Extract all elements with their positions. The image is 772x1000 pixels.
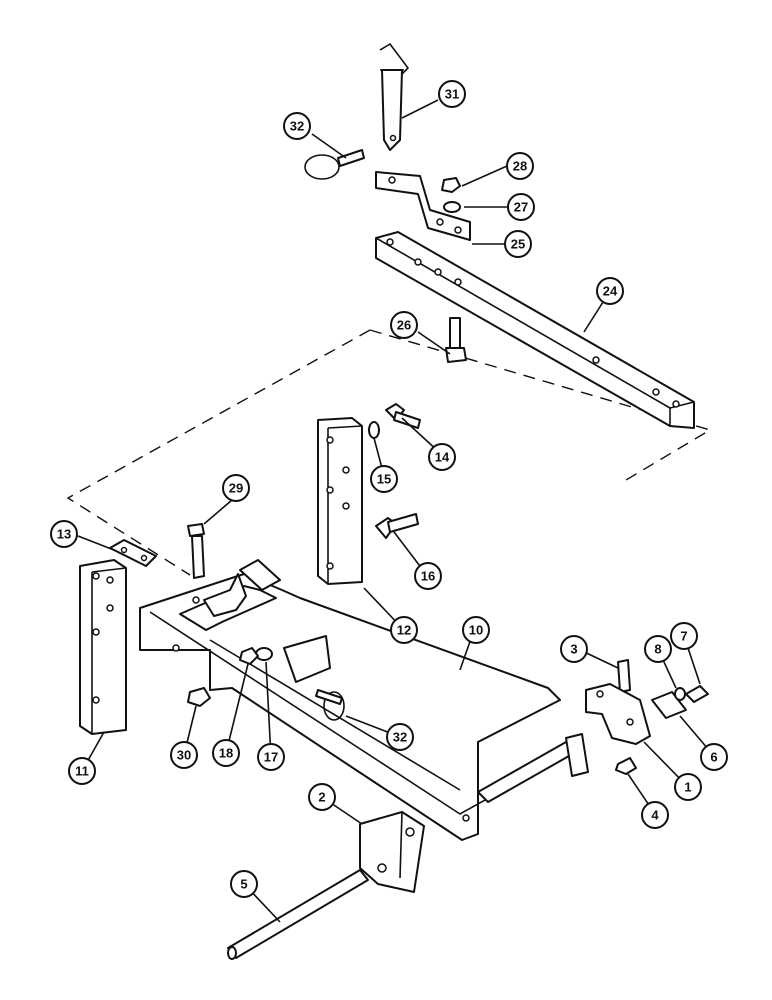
svg-text:11: 11 [75, 764, 89, 779]
callout-5: 5 [230, 870, 258, 898]
callout-3: 3 [560, 635, 588, 663]
callout-18: 18 [212, 739, 240, 767]
bolt-29 [187, 523, 205, 579]
svg-text:8: 8 [654, 642, 661, 657]
bolt-7 [685, 685, 709, 703]
callout-31: 31 [438, 80, 466, 108]
drawbar-24 [375, 231, 695, 429]
callout-26: 26 [390, 311, 418, 339]
offset-drawbar-25 [375, 171, 471, 241]
svg-text:27: 27 [514, 200, 528, 215]
bracket-1 [585, 683, 651, 745]
svg-text:6: 6 [710, 750, 717, 765]
callout-4: 4 [641, 801, 669, 829]
svg-text:2: 2 [318, 790, 325, 805]
bolt-14 [385, 403, 421, 429]
callout-6: 6 [700, 743, 728, 771]
frame-10 [139, 559, 589, 841]
svg-text:17: 17 [264, 750, 278, 765]
callout-32-bottom: 32 [386, 723, 414, 751]
leader-lines [77, 99, 715, 923]
frame-clevis-bracket [203, 573, 247, 617]
callout-12: 12 [390, 616, 418, 644]
svg-text:7: 7 [680, 629, 687, 644]
plate-12 [317, 417, 363, 585]
callout-25: 25 [504, 230, 532, 258]
pin-5 [227, 869, 369, 960]
callout-32-top: 32 [283, 112, 311, 140]
callout-8: 8 [644, 635, 672, 663]
callout-11: 11 [68, 757, 96, 785]
plate-6 [651, 691, 687, 719]
callout-10: 10 [462, 616, 490, 644]
callout-15: 15 [370, 465, 398, 493]
svg-text:12: 12 [397, 623, 411, 638]
washer-15 [368, 421, 380, 439]
link-plate-13 [109, 539, 157, 567]
callout-24: 24 [596, 277, 624, 305]
callout-14: 14 [428, 443, 456, 471]
callout-30: 30 [170, 741, 198, 769]
svg-text:18: 18 [219, 746, 233, 761]
svg-text:32: 32 [290, 119, 304, 134]
svg-text:1: 1 [684, 780, 691, 795]
svg-text:28: 28 [513, 159, 527, 174]
nut-30 [187, 687, 211, 707]
callout-27: 27 [507, 193, 535, 221]
assembly-boundary-dashed [66, 329, 712, 576]
svg-text:15: 15 [377, 472, 391, 487]
svg-text:4: 4 [651, 808, 659, 823]
svg-text:14: 14 [435, 450, 450, 465]
svg-text:31: 31 [445, 87, 459, 102]
callout-16: 16 [414, 562, 442, 590]
svg-text:16: 16 [421, 569, 435, 584]
callout-7: 7 [670, 622, 698, 650]
callout-28: 28 [506, 152, 534, 180]
nut-4 [615, 757, 637, 775]
plate-11 [79, 559, 127, 735]
washer-8 [674, 687, 686, 701]
washer-27 [443, 201, 461, 213]
callout-1: 1 [674, 773, 702, 801]
nut-18 [239, 647, 259, 665]
svg-text:24: 24 [603, 284, 618, 299]
bolt-16 [375, 513, 419, 539]
svg-text:25: 25 [511, 237, 525, 252]
svg-text:13: 13 [57, 527, 71, 542]
svg-text:26: 26 [397, 318, 411, 333]
linch-pin-32-bottom [315, 689, 345, 721]
bolt-26 [445, 317, 467, 363]
hitch-pin-31 [379, 42, 410, 151]
callout-13: 13 [50, 520, 78, 548]
washer-17 [255, 647, 273, 661]
linch-pin-32-top [304, 149, 365, 180]
svg-text:3: 3 [570, 642, 577, 657]
nut-28 [441, 177, 461, 193]
svg-text:29: 29 [229, 481, 243, 496]
svg-text:5: 5 [240, 877, 247, 892]
svg-text:32: 32 [393, 730, 407, 745]
svg-text:30: 30 [177, 748, 191, 763]
stud-3 [617, 659, 631, 693]
callout-29: 29 [222, 474, 250, 502]
svg-text:10: 10 [469, 623, 483, 638]
callout-2: 2 [308, 783, 336, 811]
callout-17: 17 [257, 743, 285, 771]
bracket-2 [359, 811, 425, 893]
